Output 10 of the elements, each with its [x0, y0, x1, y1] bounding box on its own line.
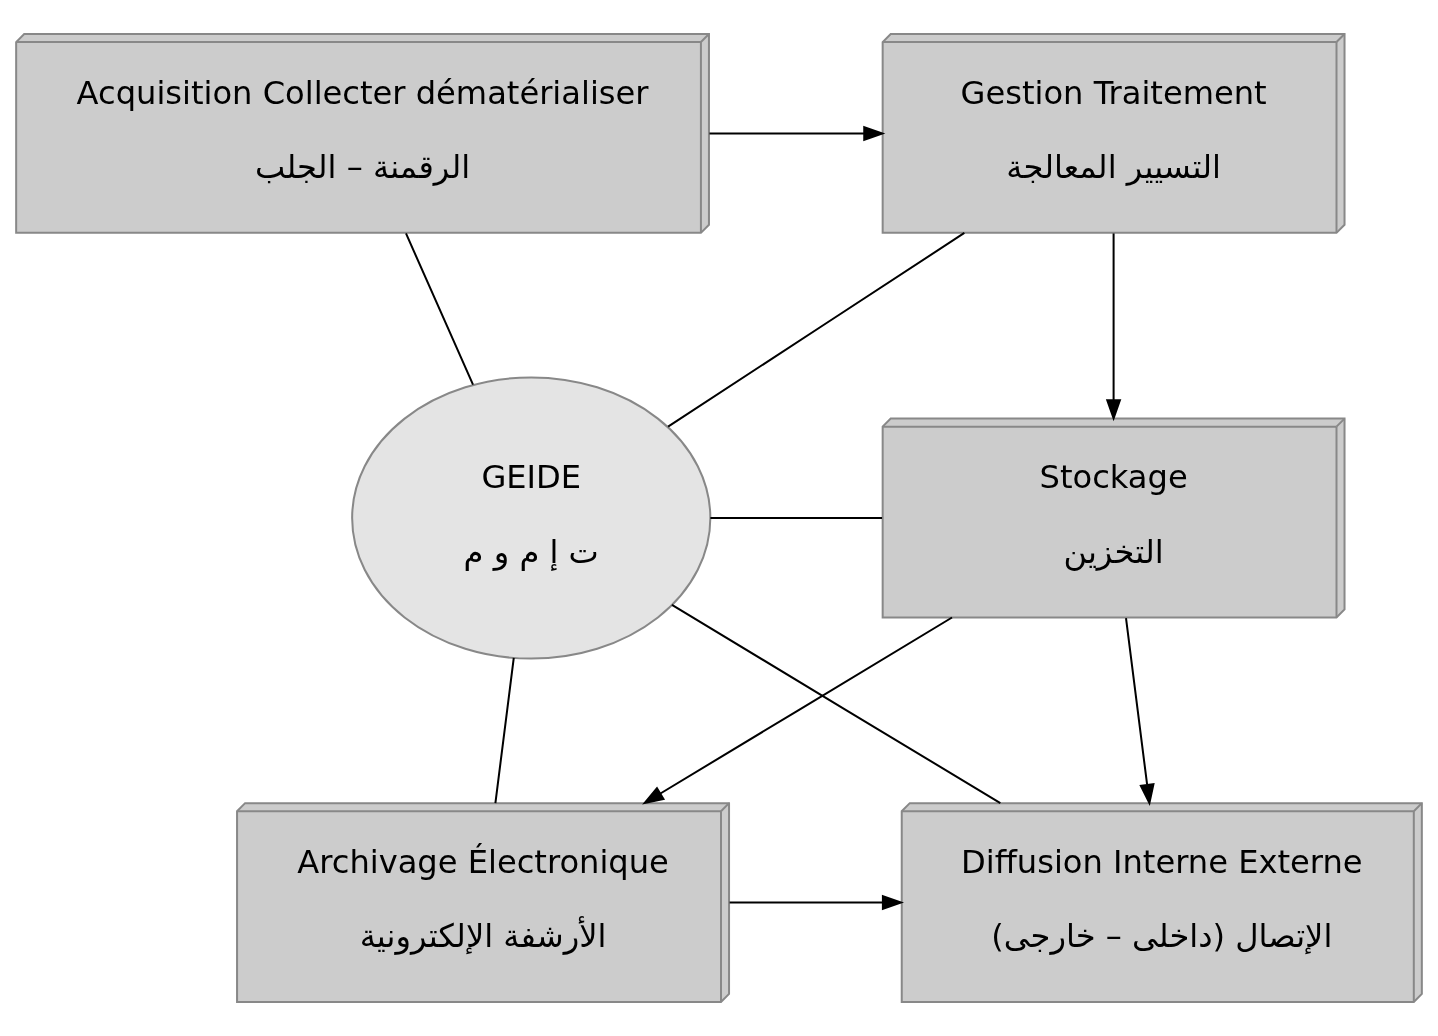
arrow [642, 616, 953, 805]
connector [494, 657, 515, 804]
connector [671, 604, 1001, 804]
connector [667, 232, 965, 428]
arrow [729, 894, 905, 911]
arrow [1125, 617, 1155, 806]
arrow [1105, 233, 1122, 422]
connector [405, 233, 474, 385]
connector [710, 517, 883, 519]
arrow [709, 125, 886, 142]
